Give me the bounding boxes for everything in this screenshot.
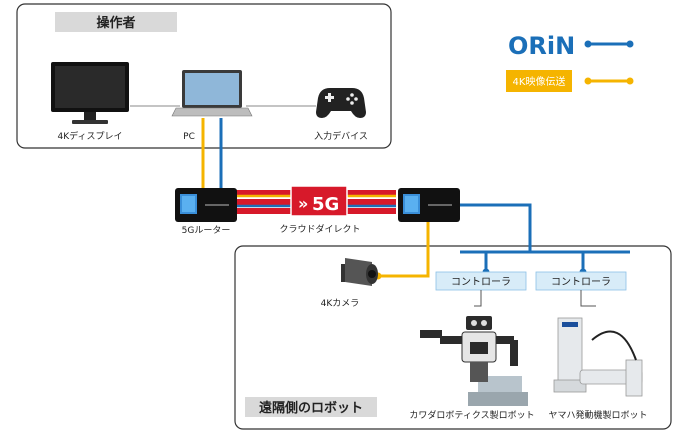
cloud-direct-label: クラウドダイレクト xyxy=(279,223,360,235)
orin-logo: ORiN xyxy=(508,32,575,60)
legend-video-dot-right xyxy=(626,77,634,85)
5g-badge-chevrons: » xyxy=(298,194,308,213)
monitor-icon xyxy=(51,62,129,124)
legend-orin-dot-left xyxy=(584,40,592,48)
router-icon-right xyxy=(398,188,460,222)
legend-orin-dot-right xyxy=(626,40,634,48)
5g-badge xyxy=(290,185,348,217)
5g-badge-text: 5G xyxy=(312,194,339,215)
camera-label: 4Kカメラ xyxy=(321,298,360,309)
operator-title: 操作者 xyxy=(96,15,135,31)
display-label: 4Kディスプレイ xyxy=(58,130,123,142)
camera-icon xyxy=(341,258,378,286)
gamepad-icon xyxy=(316,88,366,118)
router-camera-video-line xyxy=(378,222,430,278)
input-device-label: 入力デバイス xyxy=(314,130,368,142)
controller-robot-link-1 xyxy=(474,290,482,307)
router-orin-line xyxy=(460,203,532,252)
router-icon-left xyxy=(175,188,237,222)
controller-label-1: コントローラ xyxy=(451,276,511,288)
controller-robot-link-2 xyxy=(580,290,596,307)
pc-label: PC xyxy=(183,132,195,142)
router-label: 5Gルーター xyxy=(182,225,231,236)
remote-title: 遠隔側のロボット xyxy=(259,400,363,416)
laptop-icon xyxy=(171,70,253,117)
legend-video-badge xyxy=(506,70,572,92)
remote-title-bar xyxy=(245,397,377,417)
controller-label-2: コントローラ xyxy=(551,276,611,288)
humanoid-robot-icon xyxy=(420,316,528,406)
legend-video-dot-left xyxy=(584,77,592,85)
legend-video-label: 4K映像伝送 xyxy=(513,75,566,88)
robot2-label: ヤマハ発動機製ロボット xyxy=(548,409,647,421)
scara-robot-icon xyxy=(553,317,643,397)
robot1-label: カワダロボティクス製ロボット xyxy=(409,409,534,421)
operator-title-bar xyxy=(55,12,177,32)
